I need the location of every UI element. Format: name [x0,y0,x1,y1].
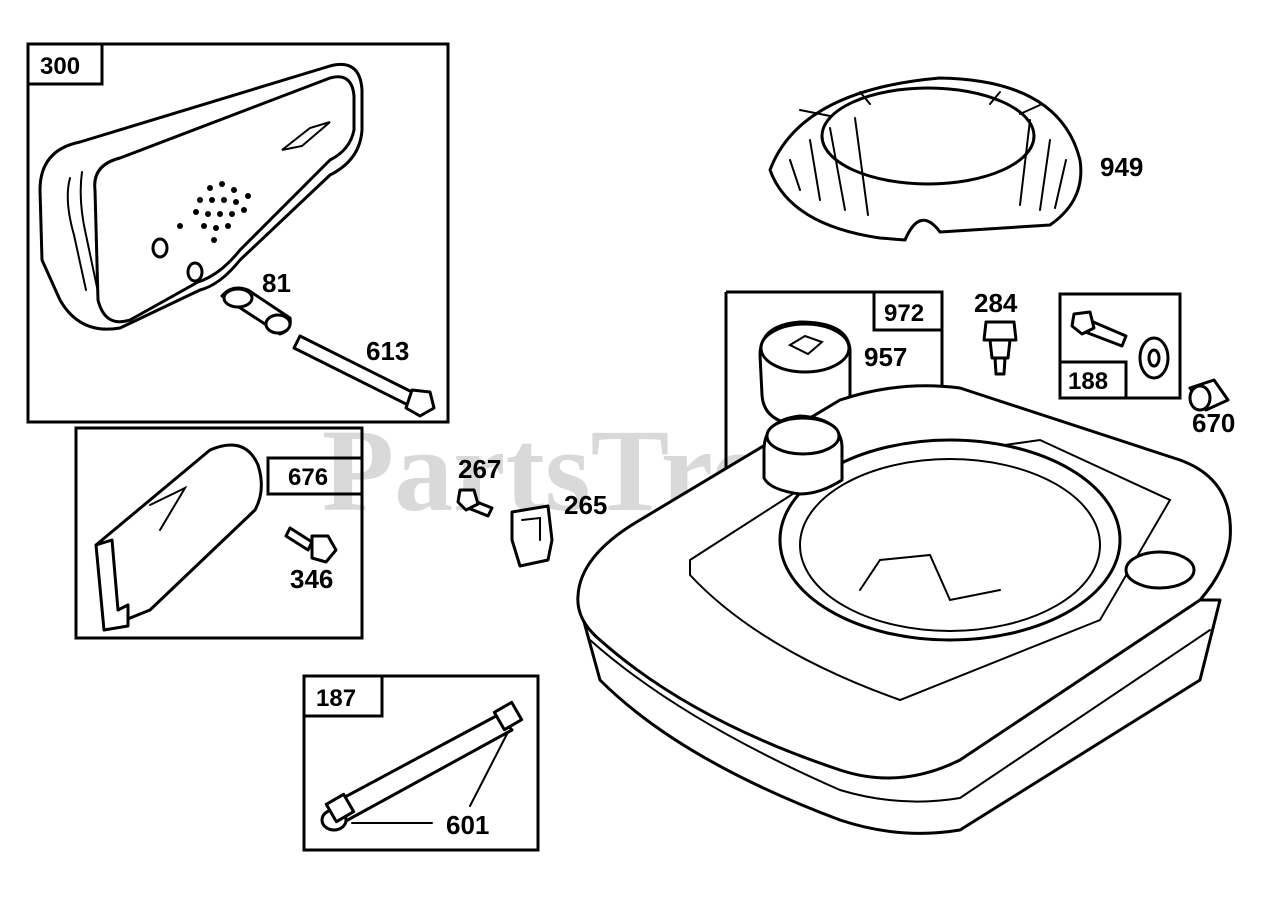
callout-346: 346 [290,564,333,594]
callout-601: 601 [446,810,489,840]
kit-676-label: 676 [288,464,328,491]
clamp-601-leaders [351,731,509,824]
kit-300-label: 300 [40,53,80,80]
callout-949: 949 [1100,152,1143,182]
fuel-cap-icon[interactable] [758,320,852,427]
bolt-284-icon[interactable] [982,320,1018,376]
kit-188-label: 188 [1068,368,1108,395]
callout-957: 957 [864,342,907,372]
screw-346-icon[interactable] [284,526,338,564]
callout-284: 284 [974,288,1018,318]
kit-972-label: 972 [884,300,924,327]
muffler-guard-icon[interactable] [94,443,263,632]
screw-267-icon[interactable] [456,488,494,518]
callout-670: 670 [1192,408,1235,438]
clip-265-icon[interactable] [510,504,554,568]
bolt-188-icon[interactable] [1070,310,1128,348]
bolt-613-icon[interactable] [292,334,436,418]
fuel-tank-icon[interactable] [576,384,1232,835]
fuel-line-icon[interactable] [320,700,524,832]
muffler-icon[interactable] [38,63,364,331]
callout-265: 265 [564,490,607,520]
kit-300-box[interactable]: 300 [26,42,450,424]
kit-972-box[interactable]: 972 [724,290,944,470]
washer-81-icon[interactable] [220,286,292,336]
callout-267: 267 [458,454,501,484]
kit-187-box[interactable]: 187 [302,674,540,852]
blower-housing-icon[interactable] [768,76,1083,242]
spacer-670-icon[interactable] [1188,378,1230,412]
callout-613: 613 [366,336,409,366]
kit-676-box[interactable]: 676 [74,426,364,640]
washer-188-icon[interactable] [1138,336,1170,380]
callout-81: 81 [262,268,291,298]
kit-187-label: 187 [316,685,356,712]
kit-188-box[interactable]: 188 [1058,292,1182,400]
